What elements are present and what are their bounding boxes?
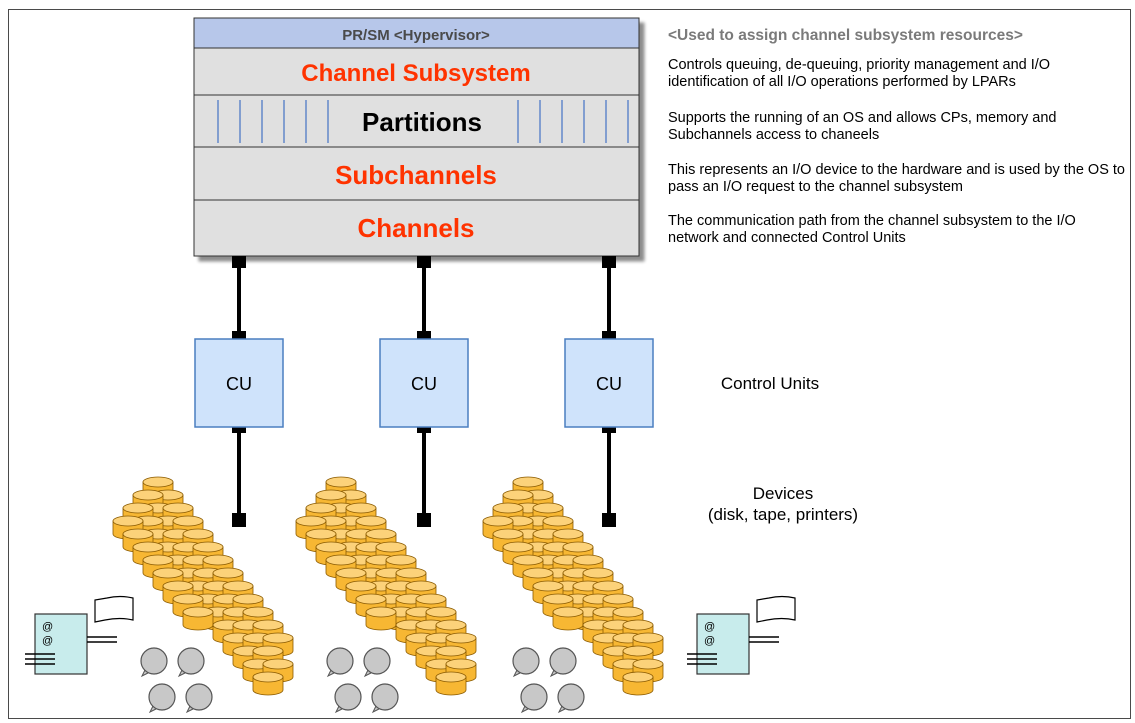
printer-glyph: @ bbox=[704, 635, 715, 647]
printer-icon: @@ bbox=[25, 595, 134, 675]
printer-glyph: @ bbox=[704, 621, 715, 633]
devices-label: Devices bbox=[752, 484, 814, 503]
tape-icon bbox=[140, 647, 168, 678]
description-subchannels: This represents an I/O device to the har… bbox=[668, 162, 1125, 195]
layer-label-channels: Channels bbox=[357, 213, 474, 243]
tape-icon bbox=[334, 683, 362, 714]
printer-glyph: @ bbox=[42, 635, 53, 647]
description-partitions: Supports the running of an OS and allows… bbox=[668, 110, 1057, 143]
layer-subchannels bbox=[193, 146, 640, 201]
tape-devices bbox=[140, 647, 585, 714]
disk-icon bbox=[365, 606, 397, 631]
tape-icon bbox=[371, 683, 399, 714]
tape-icon bbox=[557, 683, 585, 714]
diagram-frame bbox=[8, 9, 1131, 719]
control-unit-box bbox=[379, 338, 469, 428]
tape-icon bbox=[363, 647, 391, 678]
disk-icon bbox=[552, 606, 584, 631]
description-channels: The communication path from the channel … bbox=[668, 213, 1076, 246]
connector-end bbox=[232, 256, 246, 268]
layer-label-partitions: Partitions bbox=[362, 107, 482, 137]
paper-sheet bbox=[94, 595, 134, 623]
layer-label-channel-subsystem: Channel Subsystem bbox=[301, 60, 530, 87]
connector-end bbox=[232, 513, 246, 527]
tape-icon bbox=[148, 683, 176, 714]
disk-icon bbox=[252, 671, 284, 696]
paper-sheet bbox=[756, 595, 796, 623]
printer-devices: @@@@ bbox=[25, 595, 796, 675]
header-note: <Used to assign channel subsystem resour… bbox=[668, 27, 1023, 44]
layer-partitions bbox=[193, 94, 640, 148]
layer-channel-subsystem bbox=[193, 47, 640, 96]
hypervisor-label: PR/SM <Hypervisor> bbox=[342, 27, 490, 44]
layer-label-subchannels: Subchannels bbox=[335, 160, 497, 190]
control-units: CU CU CU bbox=[194, 338, 654, 428]
printer-icon: @@ bbox=[687, 595, 796, 675]
disk-icon bbox=[182, 606, 214, 631]
control-unit-box bbox=[564, 338, 654, 428]
connector-end bbox=[417, 256, 431, 268]
control-unit-label: CU bbox=[411, 374, 437, 394]
disk-icon bbox=[622, 671, 654, 696]
connector-end bbox=[602, 513, 616, 527]
connector-end bbox=[602, 256, 616, 268]
printer-glyph: @ bbox=[42, 621, 53, 633]
tape-icon bbox=[520, 683, 548, 714]
layer-channels bbox=[193, 199, 640, 257]
hypervisor-bar bbox=[193, 17, 640, 49]
disk-devices bbox=[112, 476, 664, 696]
description-channel-subsystem: Controls queuing, de-queuing, priority m… bbox=[668, 57, 1051, 90]
partition-lines bbox=[217, 100, 629, 143]
control-unit-label: CU bbox=[226, 374, 252, 394]
control-units-label: Control Units bbox=[720, 374, 820, 393]
disk-icon bbox=[435, 671, 467, 696]
tape-icon bbox=[185, 683, 213, 714]
connector-end bbox=[417, 513, 431, 527]
devices-sublabel: (disk, tape, printers) bbox=[707, 505, 859, 524]
tape-icon bbox=[512, 647, 540, 678]
tape-icon bbox=[549, 647, 577, 678]
tape-icon bbox=[177, 647, 205, 678]
control-unit-box bbox=[194, 338, 284, 428]
tape-icon bbox=[326, 647, 354, 678]
control-unit-label: CU bbox=[596, 374, 622, 394]
